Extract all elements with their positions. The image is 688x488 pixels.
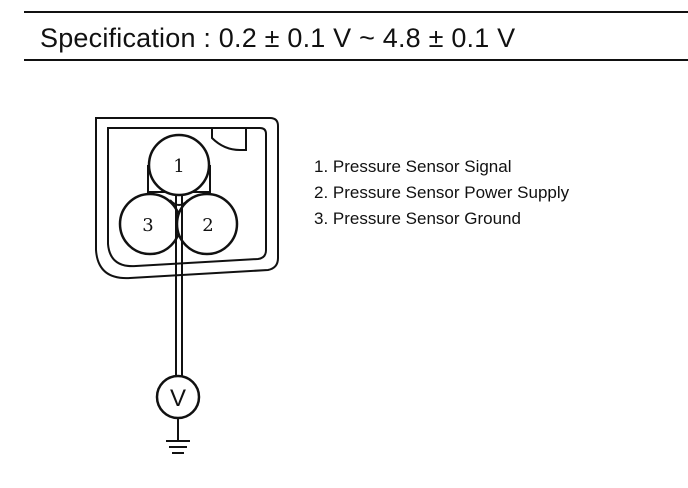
connector-housing-outer (95, 117, 279, 280)
header-rule-top (24, 11, 688, 13)
legend-item-pin-3: 3. Pressure Sensor Ground (314, 209, 521, 228)
connector-housing-inner (107, 127, 267, 268)
ground-icon (166, 440, 190, 454)
header-rule-bottom (24, 59, 688, 61)
connector-latch (211, 128, 247, 151)
legend-item-pin-1: 1. Pressure Sensor Signal (314, 157, 512, 176)
pin-3-label: 3 (142, 215, 153, 236)
legend-item-pin-2: 2. Pressure Sensor Power Supply (314, 183, 570, 202)
pin-legend: 1. Pressure Sensor Signal 2. Pressure Se… (314, 154, 569, 232)
pin-2-label: 2 (202, 215, 213, 236)
specification-text: Specification : 0.2 ± 0.1 V ~ 4.8 ± 0.1 … (40, 23, 516, 53)
pin-1-label: 1 (173, 156, 184, 177)
probe-lead (169, 195, 189, 380)
pin-1-circle (147, 133, 211, 197)
voltmeter-symbol: V (170, 385, 186, 412)
